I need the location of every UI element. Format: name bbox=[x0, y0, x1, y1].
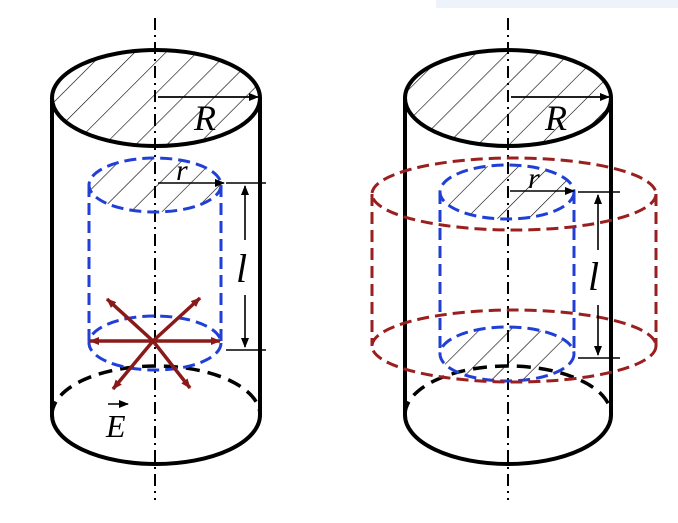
field-arrow-down-left bbox=[111, 339, 155, 391]
right-radius-r-label: r bbox=[528, 162, 540, 195]
left-top-cross-section bbox=[50, 48, 262, 148]
right-inner-bottom-ellipse bbox=[438, 325, 576, 383]
right-bottom-ellipse-front bbox=[403, 414, 613, 466]
right-radius-R-label: R bbox=[544, 98, 567, 138]
right-top-cross-section bbox=[403, 48, 613, 148]
right-inner-bottom-section bbox=[440, 327, 574, 381]
left-radius-R-label: R bbox=[193, 98, 216, 138]
left-figure: R r l bbox=[50, 18, 266, 500]
right-length-label: l bbox=[588, 254, 599, 299]
electric-field-arrows bbox=[89, 296, 221, 391]
right-outer-bottom-ellipse bbox=[370, 308, 658, 384]
top-edge-strip bbox=[436, 0, 678, 8]
right-figure: R r l bbox=[370, 18, 658, 500]
field-vector-label: E bbox=[105, 408, 126, 444]
field-arrow-up-right bbox=[151, 296, 202, 343]
field-arrow-down-right bbox=[151, 339, 192, 390]
left-length-label: l bbox=[236, 246, 247, 291]
field-arrow-up-left bbox=[105, 297, 155, 343]
left-bottom-ellipse-front bbox=[50, 414, 262, 466]
left-bottom-ellipse-back bbox=[50, 364, 262, 416]
left-radius-r-label: r bbox=[176, 154, 188, 187]
right-inner-top-section bbox=[440, 165, 574, 219]
left-inner-top-section bbox=[89, 158, 221, 212]
